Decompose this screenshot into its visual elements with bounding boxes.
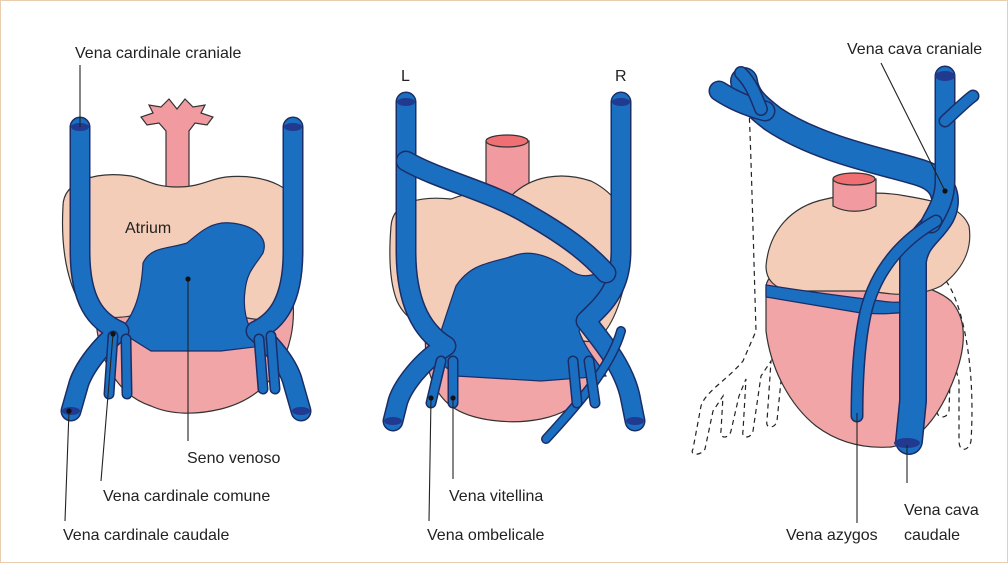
panel3-arterial-opening xyxy=(833,173,875,185)
label-vena-cardinale-comune: Vena cardinale comune xyxy=(103,488,270,505)
label-vena-vitellina: Vena vitellina xyxy=(449,488,543,505)
label-vena-cava-caudale-1: Vena cava xyxy=(904,502,979,519)
label-right-marker: R xyxy=(615,68,627,85)
label-left-marker: L xyxy=(401,68,410,85)
label-vena-azygos: Vena azygos xyxy=(786,527,878,544)
panel1-arterial-trunk xyxy=(141,99,213,193)
panel-3-adult-heart: Vena cava craniale Vena azygos Vena cava… xyxy=(692,41,982,544)
panel2-arterial-opening xyxy=(486,135,528,147)
label-vena-ombelicale: Vena ombelicale xyxy=(427,527,545,544)
label-vena-cava-caudale-2: caudale xyxy=(904,527,960,544)
panel-1-primitive-heart: Vena cardinale craniale Atrium Seno veno… xyxy=(62,45,310,544)
panel-2-transitional-heart: L R Vena vitellina Vena ombelicale xyxy=(384,68,644,544)
label-seno-venoso: Seno venoso xyxy=(187,450,281,467)
label-vena-cava-craniale: Vena cava craniale xyxy=(847,41,982,58)
label-vena-cardinale-craniale: Vena cardinale craniale xyxy=(75,45,241,62)
label-vena-cardinale-caudale: Vena cardinale caudale xyxy=(63,527,229,544)
label-atrium: Atrium xyxy=(125,220,171,237)
